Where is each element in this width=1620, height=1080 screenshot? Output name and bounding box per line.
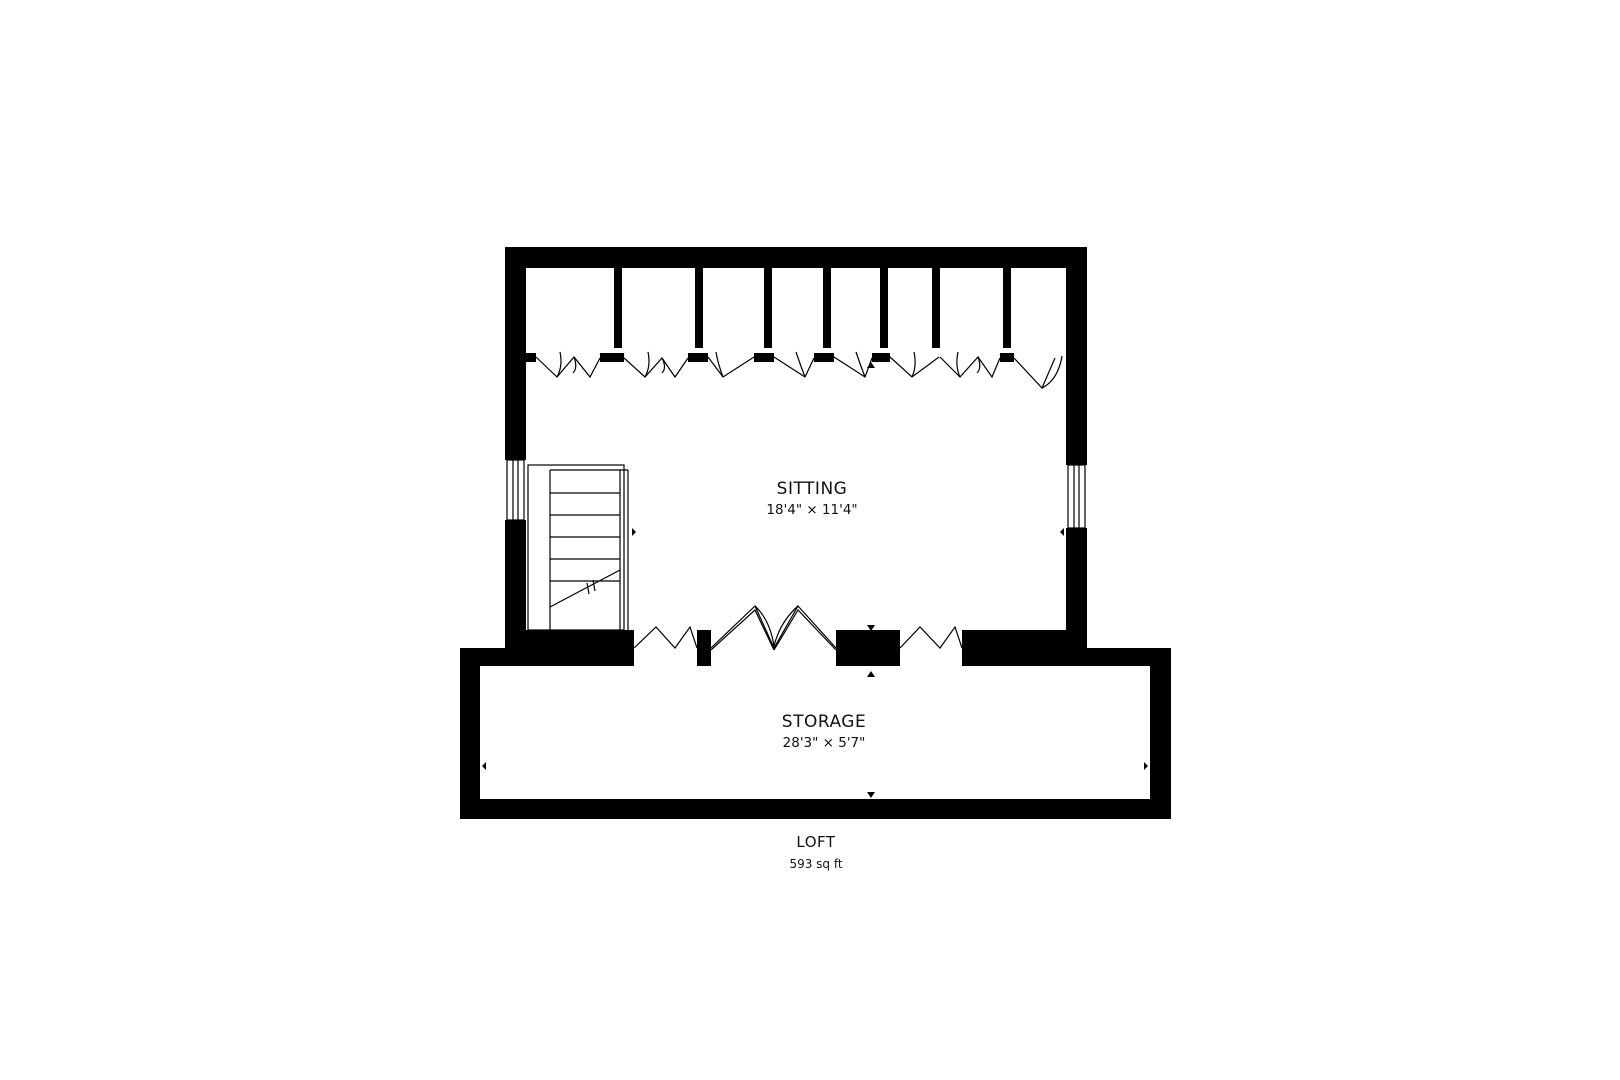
- stairs: [527, 464, 629, 631]
- room-dimensions-sitting: 18'4" × 11'4": [766, 502, 858, 518]
- closet-divider-3: [764, 268, 772, 348]
- floor-area: 593 sq ft: [789, 857, 843, 871]
- wall-left-lower: [505, 520, 526, 648]
- wall-mid-center: [836, 630, 900, 666]
- window-right: [1067, 464, 1086, 529]
- room-name-sitting: SITTING: [776, 479, 848, 499]
- room-dimensions-storage: 28'3" × 5'7": [782, 735, 866, 751]
- closet-divider-2: [695, 268, 703, 348]
- storage-wall-right: [1150, 648, 1171, 819]
- closet-doors: [535, 351, 1063, 390]
- wall-mid-post: [697, 630, 711, 666]
- storage-wall-left: [460, 648, 480, 819]
- storage-wall-bottom: [460, 799, 1171, 819]
- floor-name: LOFT: [796, 833, 836, 851]
- wall-right-upper: [1066, 247, 1087, 465]
- wall-top: [505, 247, 1087, 268]
- room-name-storage: STORAGE: [781, 712, 867, 732]
- closet-divider-7: [1003, 268, 1011, 348]
- wall-mid-right: [962, 630, 1066, 666]
- bifold-doors: [633, 604, 963, 651]
- wall-left-upper: [505, 247, 526, 460]
- wall-mid-left: [526, 630, 634, 666]
- closet-divider-1: [614, 268, 622, 348]
- storage-wall-top-right: [1066, 648, 1171, 666]
- closet-divider-6: [932, 268, 940, 348]
- walls: [460, 247, 1171, 819]
- window-left: [506, 459, 525, 521]
- dimension-markers: [482, 362, 1148, 798]
- wall-right-lower: [1066, 528, 1087, 648]
- stair-outline: [527, 464, 625, 631]
- windows: [506, 459, 1086, 529]
- closet-divider-5: [880, 268, 888, 348]
- closet-divider-4: [823, 268, 831, 348]
